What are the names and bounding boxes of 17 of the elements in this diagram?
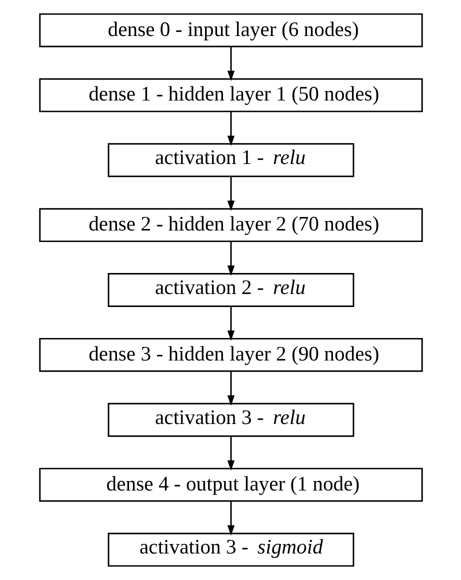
arrow: [226, 112, 234, 146]
node-box: activation 3 - relu: [107, 402, 354, 437]
node-box: dense 4 - output layer (1 node): [38, 468, 422, 502]
arrow: [226, 436, 234, 471]
node-box: dense 3 - hidden layer 2 (90 nodes): [38, 338, 422, 372]
arrow: [226, 46, 234, 82]
node-box: dense 1 - hidden layer 1 (50 nodes): [38, 78, 422, 112]
arrow: [226, 306, 234, 341]
node-box: activation 1 - relu: [107, 143, 354, 178]
arrow: [226, 371, 234, 406]
arrow: [226, 176, 234, 211]
node-box: activation 3 - sigmoid: [107, 532, 354, 567]
node-box: dense 2 - hidden layer 2 (70 nodes): [38, 208, 422, 242]
node-box: activation 2 - relu: [107, 273, 354, 307]
arrow: [226, 501, 234, 536]
arrow: [226, 242, 234, 276]
node-box: dense 0 - input layer (6 nodes): [38, 13, 422, 48]
